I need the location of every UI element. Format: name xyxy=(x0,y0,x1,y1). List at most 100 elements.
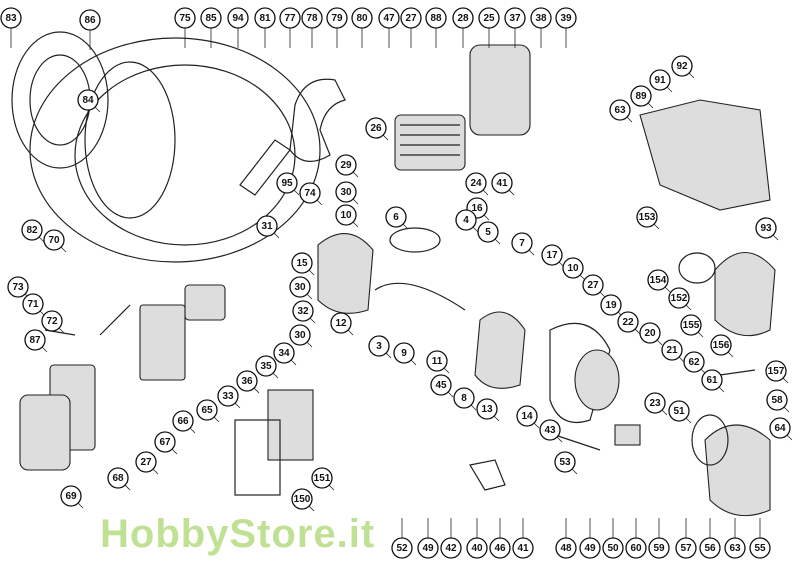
callout-number: 39 xyxy=(560,13,572,24)
callout-78: 78 xyxy=(301,7,323,29)
callout-circle xyxy=(79,9,101,31)
callout-circle xyxy=(291,252,313,274)
callout-38: 38 xyxy=(530,7,552,29)
callout-circle xyxy=(311,467,333,489)
callout-number: 78 xyxy=(306,13,318,24)
callout-circle xyxy=(21,219,43,241)
callout-circle xyxy=(724,537,746,559)
callout-number: 64 xyxy=(774,423,786,434)
callout-circle xyxy=(699,537,721,559)
callout-number: 9 xyxy=(401,348,407,359)
callout-circle xyxy=(617,311,639,333)
callout-19: 19 xyxy=(600,294,622,316)
callout-number: 41 xyxy=(517,543,529,554)
callout-number: 89 xyxy=(635,91,647,102)
callout-73: 73 xyxy=(7,276,29,298)
callout-number: 61 xyxy=(706,375,718,386)
callout-circle xyxy=(174,7,196,29)
callout-circle xyxy=(644,392,666,414)
callout-number: 15 xyxy=(296,258,308,269)
callout-number: 72 xyxy=(46,316,58,327)
callout-36: 36 xyxy=(236,370,258,392)
callout-circle xyxy=(326,7,348,29)
callout-circle xyxy=(648,537,670,559)
callout-circle xyxy=(292,300,314,322)
callout-number: 74 xyxy=(304,188,316,199)
callout-82: 82 xyxy=(21,219,43,241)
callout-46: 46 xyxy=(489,537,511,559)
callout-circle xyxy=(675,537,697,559)
callout-circle xyxy=(289,276,311,298)
callout-number: 65 xyxy=(201,405,213,416)
callout-65: 65 xyxy=(196,399,218,421)
callout-number: 63 xyxy=(729,543,741,554)
callout-150: 150 xyxy=(291,488,313,510)
callout-circle xyxy=(668,287,690,309)
callout-number: 10 xyxy=(340,210,352,221)
callout-91: 91 xyxy=(649,69,671,91)
crankcase-half-left xyxy=(317,233,374,314)
callout-circle xyxy=(426,350,448,372)
callout-number: 70 xyxy=(48,235,60,246)
callout-32: 32 xyxy=(292,300,314,322)
handle-pin xyxy=(719,369,756,376)
callout-number: 23 xyxy=(649,398,661,409)
callout-55: 55 xyxy=(749,537,771,559)
callout-74: 74 xyxy=(299,182,321,204)
callout-circle xyxy=(43,229,65,251)
callout-27: 27 xyxy=(135,451,157,473)
callout-number: 38 xyxy=(535,13,547,24)
callout-circle xyxy=(680,314,702,336)
callout-number: 28 xyxy=(457,13,469,24)
callout-circle xyxy=(489,537,511,559)
callout-circle xyxy=(649,69,671,91)
callout-circle xyxy=(683,351,705,373)
callout-68: 68 xyxy=(107,467,129,489)
callout-number: 77 xyxy=(284,13,296,24)
callout-92: 92 xyxy=(671,55,693,77)
callout-circle xyxy=(291,488,313,510)
callout-number: 93 xyxy=(760,223,772,234)
callout-57: 57 xyxy=(675,537,697,559)
muffler xyxy=(469,44,531,136)
callout-number: 88 xyxy=(430,13,442,24)
callout-number: 13 xyxy=(481,404,493,415)
callout-number: 83 xyxy=(5,13,17,24)
callout-number: 27 xyxy=(140,457,152,468)
callout-circle xyxy=(254,7,276,29)
callout-circle xyxy=(478,7,500,29)
callout-3: 3 xyxy=(368,335,390,357)
callout-12: 12 xyxy=(330,312,352,334)
callout-circle xyxy=(541,244,563,266)
callout-47: 47 xyxy=(378,7,400,29)
callout-circle xyxy=(530,7,552,29)
callout-circle xyxy=(135,451,157,473)
callout-number: 79 xyxy=(331,13,343,24)
piston xyxy=(389,227,441,253)
callout-88: 88 xyxy=(425,7,447,29)
callout-156: 156 xyxy=(710,334,732,356)
callout-number: 34 xyxy=(278,348,290,359)
callout-circle xyxy=(330,312,352,334)
callout-80: 80 xyxy=(351,7,373,29)
callout-22: 22 xyxy=(617,311,639,333)
callout-number: 71 xyxy=(27,299,39,310)
callout-circle xyxy=(636,206,658,228)
callout-circle xyxy=(504,7,526,29)
callout-number: 5 xyxy=(485,227,491,238)
callout-number: 49 xyxy=(422,543,434,554)
crankcase-half-right xyxy=(474,311,526,389)
callout-circle xyxy=(335,181,357,203)
callout-circle xyxy=(391,537,413,559)
filter-cover xyxy=(19,394,71,471)
callout-circle xyxy=(299,182,321,204)
callout-circle xyxy=(200,7,222,29)
callout-56: 56 xyxy=(699,537,721,559)
callout-circle xyxy=(430,374,452,396)
callout-circle xyxy=(365,117,387,139)
callout-152: 152 xyxy=(668,287,690,309)
callout-number: 68 xyxy=(112,473,124,484)
callout-40: 40 xyxy=(466,537,488,559)
callout-circle xyxy=(393,342,415,364)
